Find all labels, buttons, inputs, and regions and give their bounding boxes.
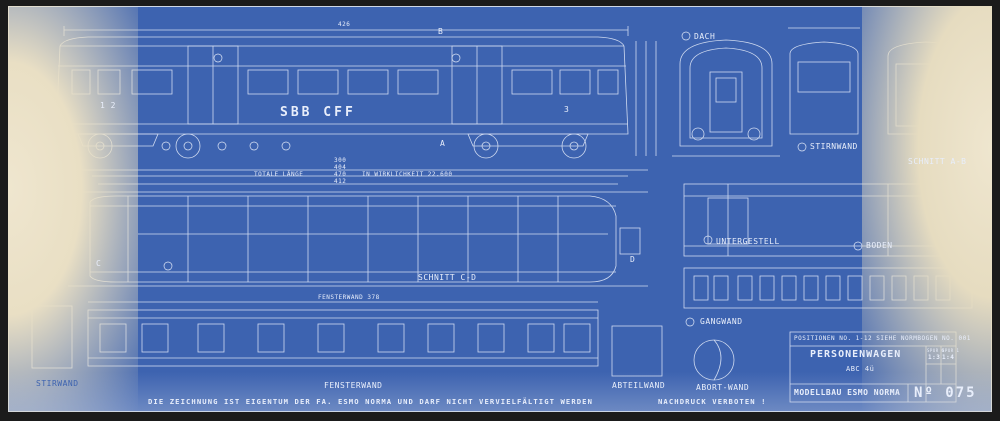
title-positions: POSITIONEN NO. 1-12 SIEHE NORMBOGEN NO. …: [794, 335, 971, 342]
paper-fade-right: [862, 6, 992, 412]
spur1-label: SPUR 1: [942, 348, 960, 353]
label-boden: BODEN: [866, 241, 893, 250]
label-fensterwand: FENSTERWAND: [324, 381, 383, 390]
spur1-value: 1:4: [942, 354, 955, 361]
class-mark-third: 3: [564, 105, 570, 114]
reality-length-label: IN WIRKLICHKEIT 22.600: [362, 171, 453, 178]
title-number: Nº 075: [914, 385, 977, 401]
dim-mid-2: 404: [334, 164, 347, 171]
label-schnitt-cd: SCHNITT C-D: [418, 273, 477, 282]
railway-mark: SBB CFF: [280, 105, 356, 120]
label-stirnwand: STIRNWAND: [810, 142, 858, 151]
dim-mid-1: 300: [334, 157, 347, 164]
section-marker-b: B: [438, 27, 444, 36]
label-abteilwand: ABTEILWAND: [612, 381, 666, 390]
total-length-value: 470: [334, 171, 347, 178]
title-model: MODELLBAU ESMO NORMA: [794, 388, 901, 397]
label-dach: DACH: [694, 32, 716, 41]
spur0-value: 1:3: [928, 354, 941, 361]
label-schnitt-ab: SCHNITT A-B: [908, 157, 967, 166]
footer-reprint: NACHDRUCK VERBOTEN !: [658, 397, 767, 406]
section-marker-a: A: [440, 139, 446, 148]
spur0-label: SPUR 0: [927, 348, 945, 353]
label-fensterwand-length: FENSTERWAND 378: [318, 294, 380, 301]
blueprint-sheet: SBB CFF 1 2 3 426 B A C D 300 404 412 TO…: [8, 6, 992, 412]
title-subtype: ABC 4ü: [846, 365, 875, 373]
label-gangwand: GANGWAND: [700, 317, 743, 326]
paper-fade-left: [8, 6, 138, 412]
section-marker-d: D: [630, 255, 636, 264]
dim-top-length: 426: [338, 21, 351, 28]
section-marker-c: C: [96, 259, 102, 268]
class-mark-first: 1 2: [100, 101, 116, 110]
label-untergestell: UNTERGESTELL: [716, 237, 780, 246]
label-abortwand: ABORT-WAND: [696, 383, 750, 392]
dim-mid-3: 412: [334, 178, 347, 185]
label-stirwand: STIRWAND: [36, 379, 79, 388]
paper-fade-bottom: [8, 372, 992, 412]
title-name: PERSONENWAGEN: [810, 349, 902, 360]
footer-ownership: DIE ZEICHNUNG IST EIGENTUM DER FA. ESMO …: [148, 397, 594, 406]
total-length-label: TOTALE LÄNGE: [254, 171, 304, 178]
